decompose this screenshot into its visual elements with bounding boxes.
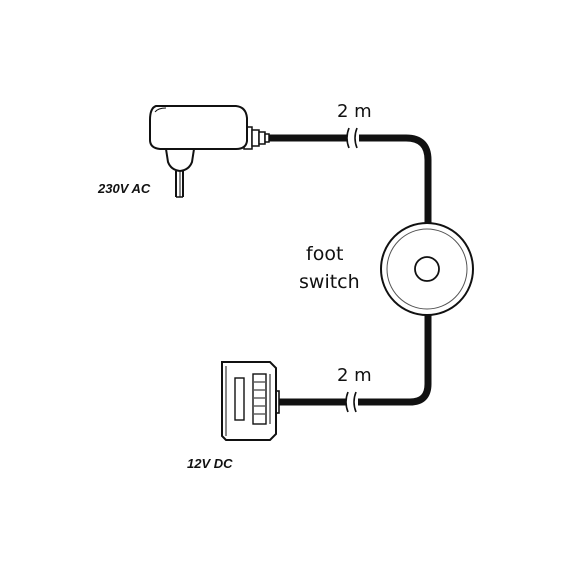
output-voltage-label: 12V DC — [187, 456, 233, 471]
cable-break-top-icon — [346, 127, 359, 149]
foot-switch-label-line2: switch — [299, 271, 360, 293]
cable-length-bottom-label: 2 m — [337, 365, 372, 386]
distributor-connector-icon — [221, 361, 280, 441]
cable — [268, 134, 432, 406]
foot-switch-label-line1: foot — [306, 243, 343, 265]
power-adapter-icon — [149, 105, 270, 150]
euro-plug-icon — [164, 148, 196, 198]
input-voltage-label: 230V AC — [97, 181, 151, 196]
cable-break-bottom-icon — [345, 391, 358, 413]
cable-length-top-label: 2 m — [337, 101, 372, 122]
foot-switch-icon — [380, 222, 474, 316]
